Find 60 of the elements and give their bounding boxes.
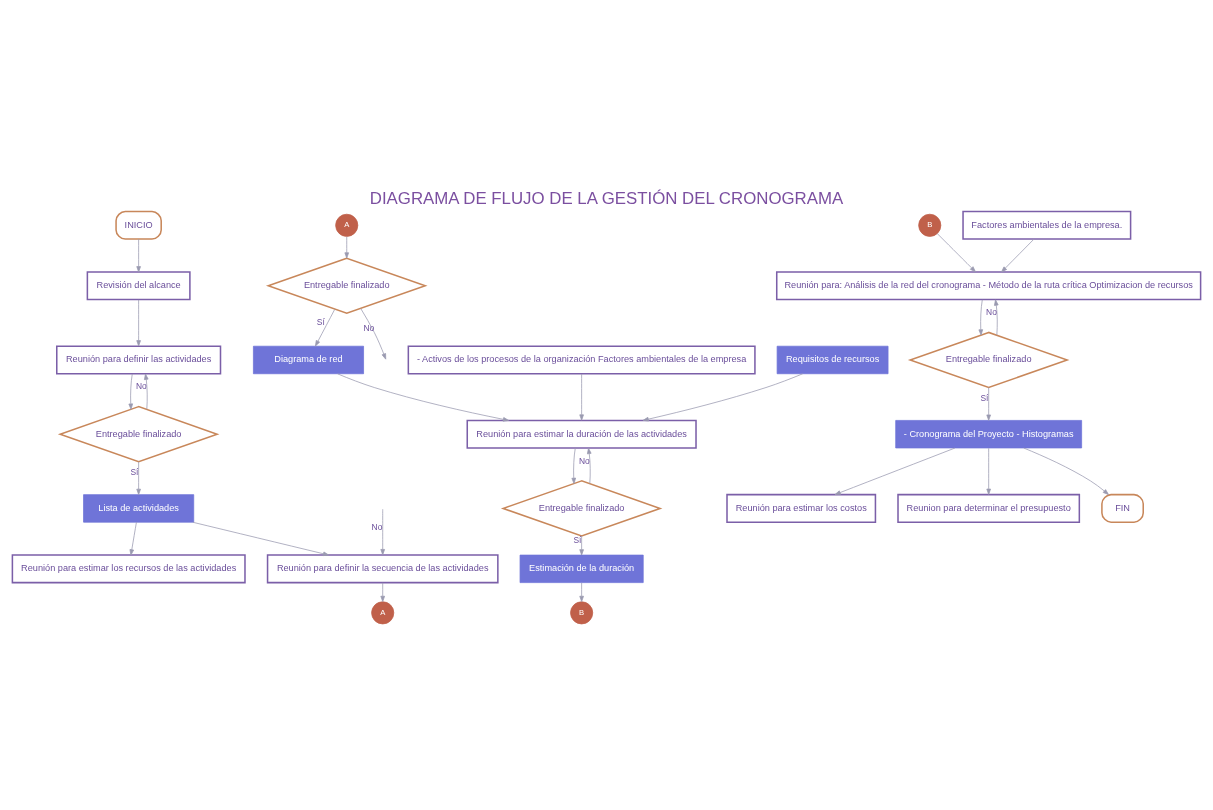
node-box: Requisitos de recursos [776,345,889,374]
arrow [986,386,991,421]
arrow [128,373,133,410]
arrow [136,298,141,346]
arrow [136,460,141,495]
arrow [579,581,584,602]
node-box: - Activos de los procesos de la organización Factores ambientales de la empresa [407,344,756,374]
arrow [1023,447,1109,495]
node-box: FIN [1101,493,1144,523]
arrow [380,581,385,602]
node-box: INICIO [115,210,162,240]
arrow [192,521,330,556]
arrow [344,235,349,258]
arrow [129,521,137,555]
arrow [1001,238,1035,272]
node-box: Diagrama de red [253,345,364,374]
arrow [571,447,576,484]
node-box: Reunion para determinar el presupuesto [897,493,1081,523]
node-box: Revisión del alcance [86,270,191,300]
edge-label: Sí [316,316,325,327]
arrow [360,307,387,360]
node-circle: B [570,600,594,624]
node-box: Estimación de la duración [519,554,644,583]
arrow [144,373,149,410]
arrow [315,308,336,346]
arrow [834,447,956,495]
arrow [986,447,991,495]
node-diamond: Entregable finalizado [265,256,428,314]
arrow [978,298,984,335]
edge-label: No [371,521,383,532]
node-diamond: Entregable finalizado [907,331,1070,388]
edge-label: Sí [980,392,989,403]
arrow [579,373,584,421]
node-box: Reunión para estimar los costos [726,493,877,523]
node-box: Reunión para estimar los recursos de las actividades [11,553,246,583]
node-box: Reunión para estimar la duración de las actividades [466,419,697,449]
edge-label: No [579,455,590,466]
node-circle: B [918,213,942,237]
arrow [337,372,510,422]
arrow [380,508,385,555]
diagram-title: DIAGRAMA DE FLUJO DE LA GESTIÓN DEL CRONOGRAMA [369,188,844,208]
edge-label: Sí [573,534,582,545]
edge-label: No [136,380,147,391]
edge-label: No [363,322,375,333]
arrow [936,232,976,272]
node-circle: A [335,213,359,237]
node-box: - Cronograma del Proyecto - Histogramas [895,419,1082,448]
node-box: Lista de actividades [83,493,195,523]
node-diamond: Entregable finalizado [57,405,220,463]
node-box: Reunión para definir las actividades [56,344,222,374]
edge-label: No [986,306,997,317]
arrow [579,535,584,555]
node-box: Reunión para: Análisis de la red del cronograma - Método de la ruta crítica Optimizacion de recursos [775,270,1202,300]
arrow [994,298,999,335]
arrow [587,447,592,484]
arrow [136,238,141,272]
node-circle: A [371,600,395,624]
node-box: Factores ambientales de la empresa. [962,210,1132,240]
edge-label: Sí [130,466,139,477]
arrow [642,372,804,421]
